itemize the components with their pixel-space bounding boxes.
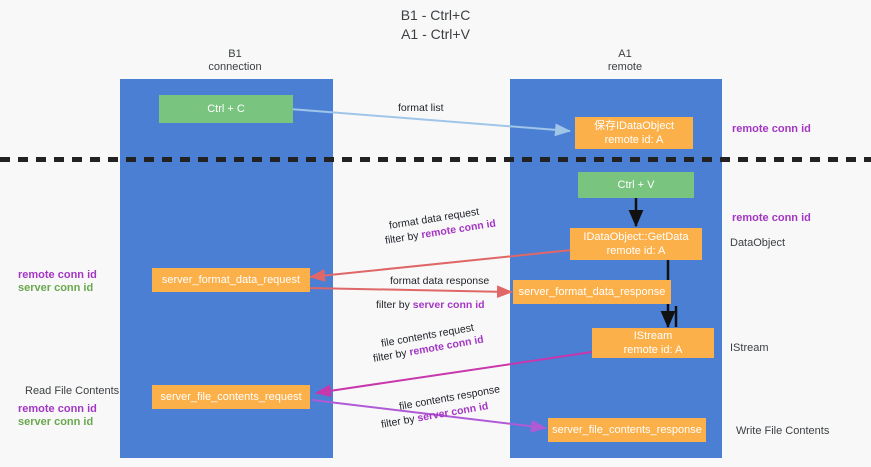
box-idataobject-title: 保存IDataObject [593, 120, 675, 132]
box-getdata-title: IDataObject::GetData [583, 231, 689, 243]
column-header-b1-name: B1 [228, 48, 242, 60]
arrow-format-data-response [307, 285, 513, 299]
box-idataobject[interactable]: 保存IDataObject remote id: A [575, 117, 693, 149]
right-label-remote-conn-id-mid: remote conn id [732, 212, 811, 224]
box-ctrl-c-label: Ctrl + C [207, 103, 245, 115]
box-istream-title: IStream [633, 330, 673, 342]
right-label-dataobject: DataObject [730, 237, 786, 249]
box-server-file-contents-response-label: server_file_contents_response [552, 424, 702, 436]
left-label-server-conn-id-bottom: server conn id [18, 416, 94, 428]
column-header-a1: A1 remote [535, 48, 715, 74]
column-header-b1-sub: connection [208, 61, 262, 73]
column-header-a1-name: A1 [618, 48, 632, 60]
label-format-data-response-filter: filter by server conn id [376, 298, 485, 312]
box-ctrl-v-label: Ctrl + V [617, 179, 655, 191]
filter-prefix-4: filter by [380, 412, 419, 431]
box-server-format-data-request[interactable]: server_format_data_request [152, 268, 310, 292]
box-ctrl-c[interactable]: Ctrl + C [159, 95, 293, 123]
page-title: B1 - Ctrl+C A1 - Ctrl+V [0, 6, 871, 44]
box-server-file-contents-request-label: server_file_contents_request [160, 391, 302, 403]
column-header-b1: B1 connection [145, 48, 325, 74]
box-istream[interactable]: IStream remote id: A [592, 328, 714, 358]
left-label-server-conn-id-mid: server conn id [18, 282, 94, 294]
box-getdata-subtitle: remote id: A [606, 245, 666, 257]
page-title-line-2: A1 - Ctrl+V [401, 26, 470, 42]
box-server-format-data-response-label: server_format_data_response [518, 286, 666, 298]
box-idataobject-getdata[interactable]: IDataObject::GetData remote id: A [570, 228, 702, 260]
column-header-a1-sub: remote [607, 61, 643, 73]
box-server-format-data-request-label: server_format_data_request [161, 274, 301, 286]
page-title-line-1: B1 - Ctrl+C [400, 7, 471, 23]
filter-key-2: server conn id [412, 299, 485, 311]
box-idataobject-subtitle: remote id: A [604, 134, 664, 146]
box-ctrl-v[interactable]: Ctrl + V [578, 172, 694, 198]
box-server-file-contents-request[interactable]: server_file_contents_request [152, 385, 310, 409]
right-label-remote-conn-id-top: remote conn id [732, 123, 811, 135]
phase-divider [0, 157, 871, 162]
box-istream-subtitle: remote id: A [623, 344, 683, 356]
left-label-remote-conn-id-bottom: remote conn id [18, 403, 97, 415]
filter-prefix-3: filter by [372, 346, 411, 365]
box-server-format-data-response[interactable]: server_format_data_response [513, 280, 671, 304]
right-label-istream: IStream [730, 342, 769, 354]
label-format-data-response: format data response [390, 275, 490, 287]
left-label-read-file-contents: Read File Contents [25, 385, 120, 397]
box-server-file-contents-response[interactable]: server_file_contents_response [548, 418, 706, 442]
left-label-remote-conn-id-mid: remote conn id [18, 269, 97, 281]
filter-prefix-2: filter by [376, 299, 413, 311]
right-label-write-file-contents: Write File Contents [736, 425, 830, 437]
label-format-list: format list [398, 102, 444, 114]
